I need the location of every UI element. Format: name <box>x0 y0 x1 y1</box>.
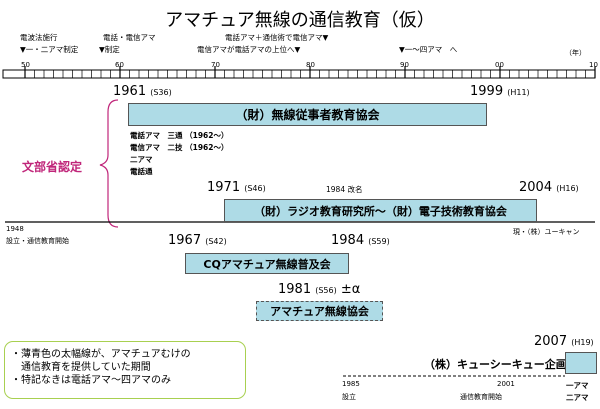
note-line-1: ・薄青色の太幅線が、アマチュアむけの <box>11 349 191 360</box>
band2-founded: 1948 <box>6 225 24 233</box>
band5-event-2001: 2001 <box>497 380 515 388</box>
course-line-1: 電話アマ 三通 （1962～） <box>130 131 229 140</box>
band4-start: 1981 (S56) ±α <box>278 282 361 297</box>
band5-bar <box>565 352 597 374</box>
course-line-4: 電話通 <box>130 167 153 176</box>
tick-50: 50 <box>21 61 30 69</box>
page-title: アマチュア無線の通信教育（仮） <box>165 10 435 31</box>
band2-current: 現・（株）ユーキャン <box>513 228 580 236</box>
tick-70: 70 <box>211 61 220 69</box>
ministry-brace <box>99 99 119 228</box>
note-box: ・薄青色の太幅線が、アマチュアむけの 通信教育を提供していた期間 ・特記なきは電… <box>4 341 246 399</box>
band5-event-1985: 1985 <box>342 380 360 388</box>
course-line-3: 二アマ <box>130 155 153 164</box>
band2-renamed: 1984 改名 <box>326 185 363 194</box>
band5-event-start: 通信教育開始 <box>460 393 502 401</box>
note-line-3: ・特記なきは電話アマ～四アマのみ <box>11 375 171 386</box>
tick-10: 10 <box>589 61 598 69</box>
tick-00: 00 <box>495 61 504 69</box>
event-voice-telegraph: 電話・電信アマ <box>103 33 156 42</box>
tick-60: 60 <box>115 61 124 69</box>
timeline-unit: （年） <box>565 49 586 57</box>
event-1st-2nd-ama: ▼一・二アマ制定 <box>20 45 79 54</box>
ministry-label: 文部省認定 <box>22 160 83 174</box>
band1-end: 1999 (H11) <box>470 84 530 99</box>
event-telegraph-upper: 電信アマが電話アマの上位へ▼ <box>197 45 301 54</box>
band4-bar: アマチュア無線協会 <box>256 301 383 321</box>
band5-name: （株）キューシーキュー企画 <box>424 358 567 371</box>
band2-bar: （財）ラジオ教育研究所～（財）電子技術教育協会 <box>224 199 537 222</box>
band3-bar: CQアマチュア無線普及会 <box>185 253 349 274</box>
band1-start: 1961 (S36) <box>113 84 172 99</box>
note-line-2: 通信教育を提供していた期間 <box>11 362 151 373</box>
band2-start: 1971 (S46) <box>207 180 266 195</box>
event-established: ▼制定 <box>99 45 120 54</box>
band5-start: 2007 (H19) <box>534 334 594 349</box>
band3-end: 1984 (S59) <box>331 233 390 248</box>
band5-event-founded: 設立 <box>342 393 356 401</box>
tick-90: 90 <box>400 61 409 69</box>
band5-course-1: 一アマ <box>566 381 589 390</box>
event-1-4-ama: ▼一～四アマ へ <box>399 45 458 54</box>
band2-founded-note: 設立・通信教育開始 <box>6 237 69 245</box>
band3-start: 1967 (S42) <box>168 233 227 248</box>
event-radio-law: 電波法施行 <box>20 33 58 42</box>
timeline-ticks <box>24 66 596 78</box>
band2-end: 2004 (H16) <box>519 180 579 195</box>
event-voice-plus-code: 電話アマ＋通信術で電信アマ▼ <box>225 33 329 42</box>
tick-80: 80 <box>306 61 315 69</box>
band1-bar: （財）無線従事者教育協会 <box>128 103 487 126</box>
course-line-2: 電信アマ 二技 （1962～） <box>130 143 229 152</box>
band5-course-2: 二アマ <box>566 393 589 402</box>
